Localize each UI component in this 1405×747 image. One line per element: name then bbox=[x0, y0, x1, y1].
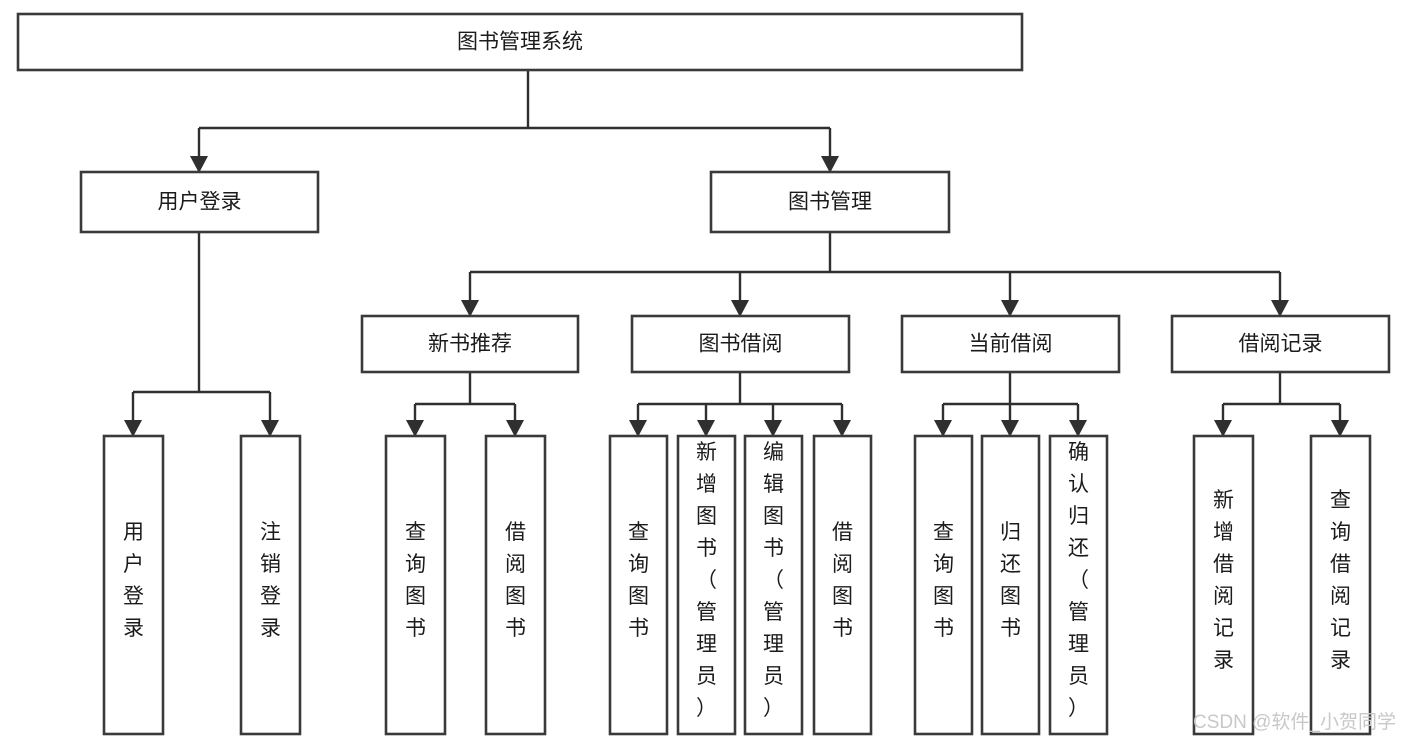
node-function-leaf-query-record[interactable]: 查询借阅记录 bbox=[1309, 434, 1372, 736]
node-function-leaf-query-book-3[interactable]: 查询图书 bbox=[913, 434, 974, 736]
node-label: 查询图书 bbox=[405, 521, 426, 640]
node-layer: 图书管理系统用户登录图书管理新书推荐图书借阅当前借阅借阅记录用户登录注销登录查询… bbox=[16, 12, 1391, 736]
node-function-leaf-borrow-book-2[interactable]: 借阅图书 bbox=[812, 434, 873, 736]
node-submodule-book-borrow[interactable]: 图书借阅 bbox=[630, 314, 851, 374]
node-label: 新书推荐 bbox=[428, 333, 512, 356]
node-function-leaf-query-book-1[interactable]: 查询图书 bbox=[384, 434, 447, 736]
node-label: 图书借阅 bbox=[699, 333, 783, 356]
connector-layer bbox=[124, 70, 1349, 437]
node-label: 用户登录 bbox=[158, 191, 242, 214]
connector-newbookrec-to-leaves bbox=[406, 372, 524, 437]
node-function-leaf-confirm-return[interactable]: 确认归还（管理员） bbox=[1048, 434, 1109, 736]
connector-root-to-level2 bbox=[190, 70, 839, 173]
node-submodule-borrow-record[interactable]: 借阅记录 bbox=[1170, 314, 1391, 374]
node-label: 归还图书 bbox=[1000, 521, 1021, 640]
node-label: 新增图书（管理员） bbox=[696, 441, 717, 720]
node-label: 图书管理 bbox=[788, 191, 872, 214]
csdn-watermark: CSDN @软件_小贺同学 bbox=[1193, 711, 1396, 733]
node-module-book-manage[interactable]: 图书管理 bbox=[709, 170, 951, 234]
connector-bookborrow-to-leaves bbox=[629, 372, 851, 437]
node-function-leaf-user-logout[interactable]: 注销登录 bbox=[239, 434, 302, 736]
node-function-leaf-add-book[interactable]: 新增图书（管理员） bbox=[676, 434, 737, 736]
node-function-leaf-return-book[interactable]: 归还图书 bbox=[980, 434, 1041, 736]
node-function-leaf-borrow-book-1[interactable]: 借阅图书 bbox=[484, 434, 547, 736]
node-label: 新增借阅记录 bbox=[1213, 489, 1234, 672]
node-label: 借阅记录 bbox=[1239, 333, 1323, 356]
node-label: 查询借阅记录 bbox=[1330, 489, 1351, 672]
node-label: 查询图书 bbox=[628, 521, 649, 640]
node-label: 图书管理系统 bbox=[457, 31, 583, 54]
node-label: 当前借阅 bbox=[969, 333, 1053, 356]
node-label: 借阅图书 bbox=[505, 521, 526, 640]
node-label: 确认归还（管理员） bbox=[1068, 441, 1089, 720]
node-function-leaf-query-book-2[interactable]: 查询图书 bbox=[608, 434, 669, 736]
connector-currentborrow-to-leaves bbox=[934, 372, 1087, 437]
node-label: 注销登录 bbox=[260, 521, 281, 640]
node-label: 编辑图书（管理员） bbox=[763, 441, 784, 720]
connector-userlogin-to-leaves bbox=[124, 232, 279, 437]
node-module-user-login[interactable]: 用户登录 bbox=[79, 170, 320, 234]
node-submodule-current-borrow[interactable]: 当前借阅 bbox=[900, 314, 1121, 374]
node-root-root[interactable]: 图书管理系统 bbox=[16, 12, 1024, 72]
node-label: 查询图书 bbox=[933, 521, 954, 640]
node-function-leaf-edit-book[interactable]: 编辑图书（管理员） bbox=[743, 434, 804, 736]
node-label: 借阅图书 bbox=[832, 521, 853, 640]
connector-borrowrecord-to-leaves bbox=[1214, 372, 1349, 437]
node-label: 用户登录 bbox=[123, 521, 144, 640]
node-submodule-new-book-rec[interactable]: 新书推荐 bbox=[360, 314, 580, 374]
connector-bookmanage-to-level3 bbox=[461, 232, 1289, 317]
node-function-leaf-add-record[interactable]: 新增借阅记录 bbox=[1192, 434, 1255, 736]
node-function-leaf-user-login[interactable]: 用户登录 bbox=[102, 434, 165, 736]
